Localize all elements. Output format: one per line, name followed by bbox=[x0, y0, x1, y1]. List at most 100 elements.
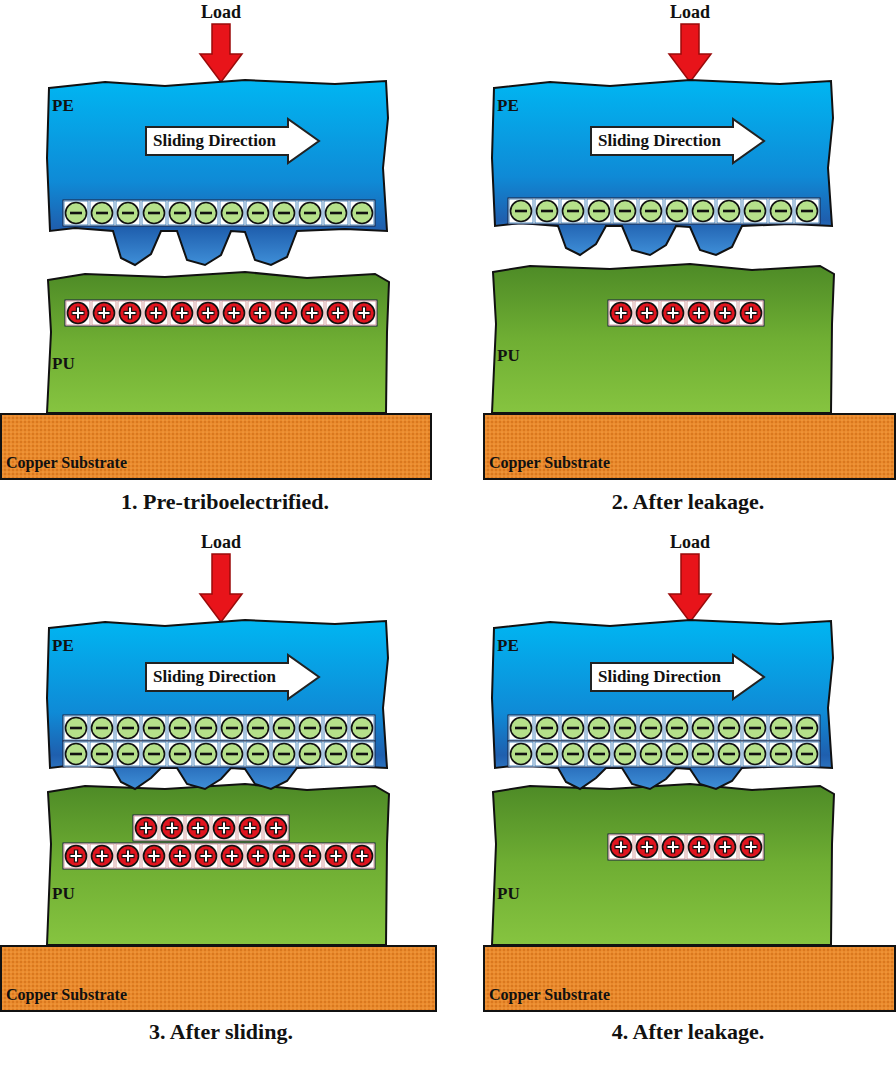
charge-row bbox=[63, 715, 375, 741]
minus-sign bbox=[278, 727, 290, 730]
negative-charge bbox=[641, 201, 662, 222]
charge-cell bbox=[222, 301, 246, 325]
stage-caption: 4. After leakage. bbox=[488, 1019, 888, 1045]
charge-cell bbox=[142, 716, 166, 740]
negative-charge bbox=[797, 718, 818, 739]
positive-charge bbox=[354, 303, 375, 324]
negative-charge bbox=[92, 203, 113, 224]
charge-cell bbox=[298, 742, 322, 766]
copper-body bbox=[484, 414, 895, 479]
load-label: Load bbox=[630, 2, 750, 22]
plus-sign bbox=[646, 308, 648, 319]
charge-row bbox=[508, 198, 820, 224]
material-label: PU bbox=[497, 884, 520, 904]
charge-cell bbox=[739, 835, 763, 859]
copper-body bbox=[484, 946, 895, 1011]
positive-charge bbox=[188, 818, 209, 839]
minus-sign bbox=[515, 210, 527, 213]
positive-charge bbox=[715, 303, 736, 324]
charge-cell bbox=[661, 301, 685, 325]
charge-cell bbox=[116, 742, 140, 766]
charge-cell bbox=[248, 301, 272, 325]
negative-charge bbox=[693, 744, 714, 765]
sliding-arrow: Sliding Direction bbox=[590, 118, 765, 164]
charge-cell bbox=[691, 716, 715, 740]
pu-block: PU bbox=[490, 264, 835, 413]
positive-charge bbox=[144, 846, 165, 867]
pe-block: PESliding Direction bbox=[490, 618, 835, 790]
charge-cell bbox=[535, 742, 559, 766]
minus-sign bbox=[593, 753, 605, 756]
charge-cell bbox=[134, 816, 158, 840]
load-arrow-shape bbox=[669, 554, 711, 622]
plus-sign bbox=[249, 823, 251, 834]
pe-block: PESliding Direction bbox=[490, 78, 835, 256]
pe-block: PESliding Direction bbox=[45, 78, 390, 266]
pu-block: PU bbox=[45, 784, 390, 945]
positive-charge bbox=[637, 303, 658, 324]
negative-charge bbox=[641, 744, 662, 765]
minus-sign bbox=[723, 727, 735, 730]
stage-panel: PESliding DirectionPUCopper SubstrateLoa… bbox=[0, 530, 448, 1065]
negative-charge bbox=[615, 744, 636, 765]
negative-charge bbox=[300, 744, 321, 765]
charge-cell bbox=[509, 742, 533, 766]
positive-charge bbox=[248, 846, 269, 867]
positive-charge bbox=[198, 303, 219, 324]
negative-charge bbox=[719, 744, 740, 765]
plus-sign bbox=[672, 842, 674, 853]
charge-cell bbox=[90, 716, 114, 740]
material-label: PE bbox=[497, 636, 519, 656]
charge-cell bbox=[298, 844, 322, 868]
stage-caption: 2. After leakage. bbox=[488, 489, 888, 515]
minus-sign bbox=[356, 212, 368, 215]
arrow-shape bbox=[146, 119, 319, 163]
load-arrow-shape bbox=[200, 554, 242, 622]
charge-cell bbox=[64, 716, 88, 740]
charge-cell bbox=[613, 742, 637, 766]
plus-sign bbox=[646, 842, 648, 853]
minus-sign bbox=[697, 727, 709, 730]
charge-cell bbox=[194, 844, 218, 868]
plus-sign bbox=[101, 851, 103, 862]
positive-charge bbox=[170, 846, 191, 867]
minus-sign bbox=[723, 753, 735, 756]
negative-charge bbox=[300, 718, 321, 739]
charge-cell bbox=[272, 201, 296, 225]
plus-sign bbox=[197, 823, 199, 834]
negative-charge bbox=[563, 201, 584, 222]
negative-charge bbox=[641, 718, 662, 739]
plus-sign bbox=[205, 851, 207, 862]
load-arrow-shape bbox=[200, 24, 242, 82]
plus-sign bbox=[698, 308, 700, 319]
minus-sign bbox=[70, 212, 82, 215]
charge-row bbox=[133, 815, 289, 841]
plus-sign bbox=[750, 308, 752, 319]
negative-charge bbox=[196, 718, 217, 739]
charge-cell bbox=[196, 301, 220, 325]
positive-charge bbox=[92, 846, 113, 867]
charge-cell bbox=[713, 301, 737, 325]
minus-sign bbox=[226, 753, 238, 756]
charge-cell bbox=[238, 816, 262, 840]
charge-cell bbox=[90, 844, 114, 868]
charge-cell bbox=[186, 816, 210, 840]
plus-sign bbox=[275, 823, 277, 834]
plus-sign bbox=[311, 308, 313, 319]
negative-charge bbox=[300, 203, 321, 224]
copper-body bbox=[1, 414, 431, 479]
charge-cell bbox=[661, 835, 685, 859]
charge-cell bbox=[116, 201, 140, 225]
arrow-shape bbox=[146, 655, 319, 699]
negative-charge bbox=[589, 744, 610, 765]
pe-body bbox=[492, 620, 833, 789]
pu-outline bbox=[45, 784, 390, 945]
positive-charge bbox=[689, 303, 710, 324]
minus-sign bbox=[122, 753, 134, 756]
plus-sign bbox=[233, 308, 235, 319]
charge-cell bbox=[587, 716, 611, 740]
copper-body bbox=[1, 946, 436, 1011]
charge-row bbox=[63, 741, 375, 767]
negative-charge bbox=[563, 718, 584, 739]
minus-sign bbox=[148, 753, 160, 756]
